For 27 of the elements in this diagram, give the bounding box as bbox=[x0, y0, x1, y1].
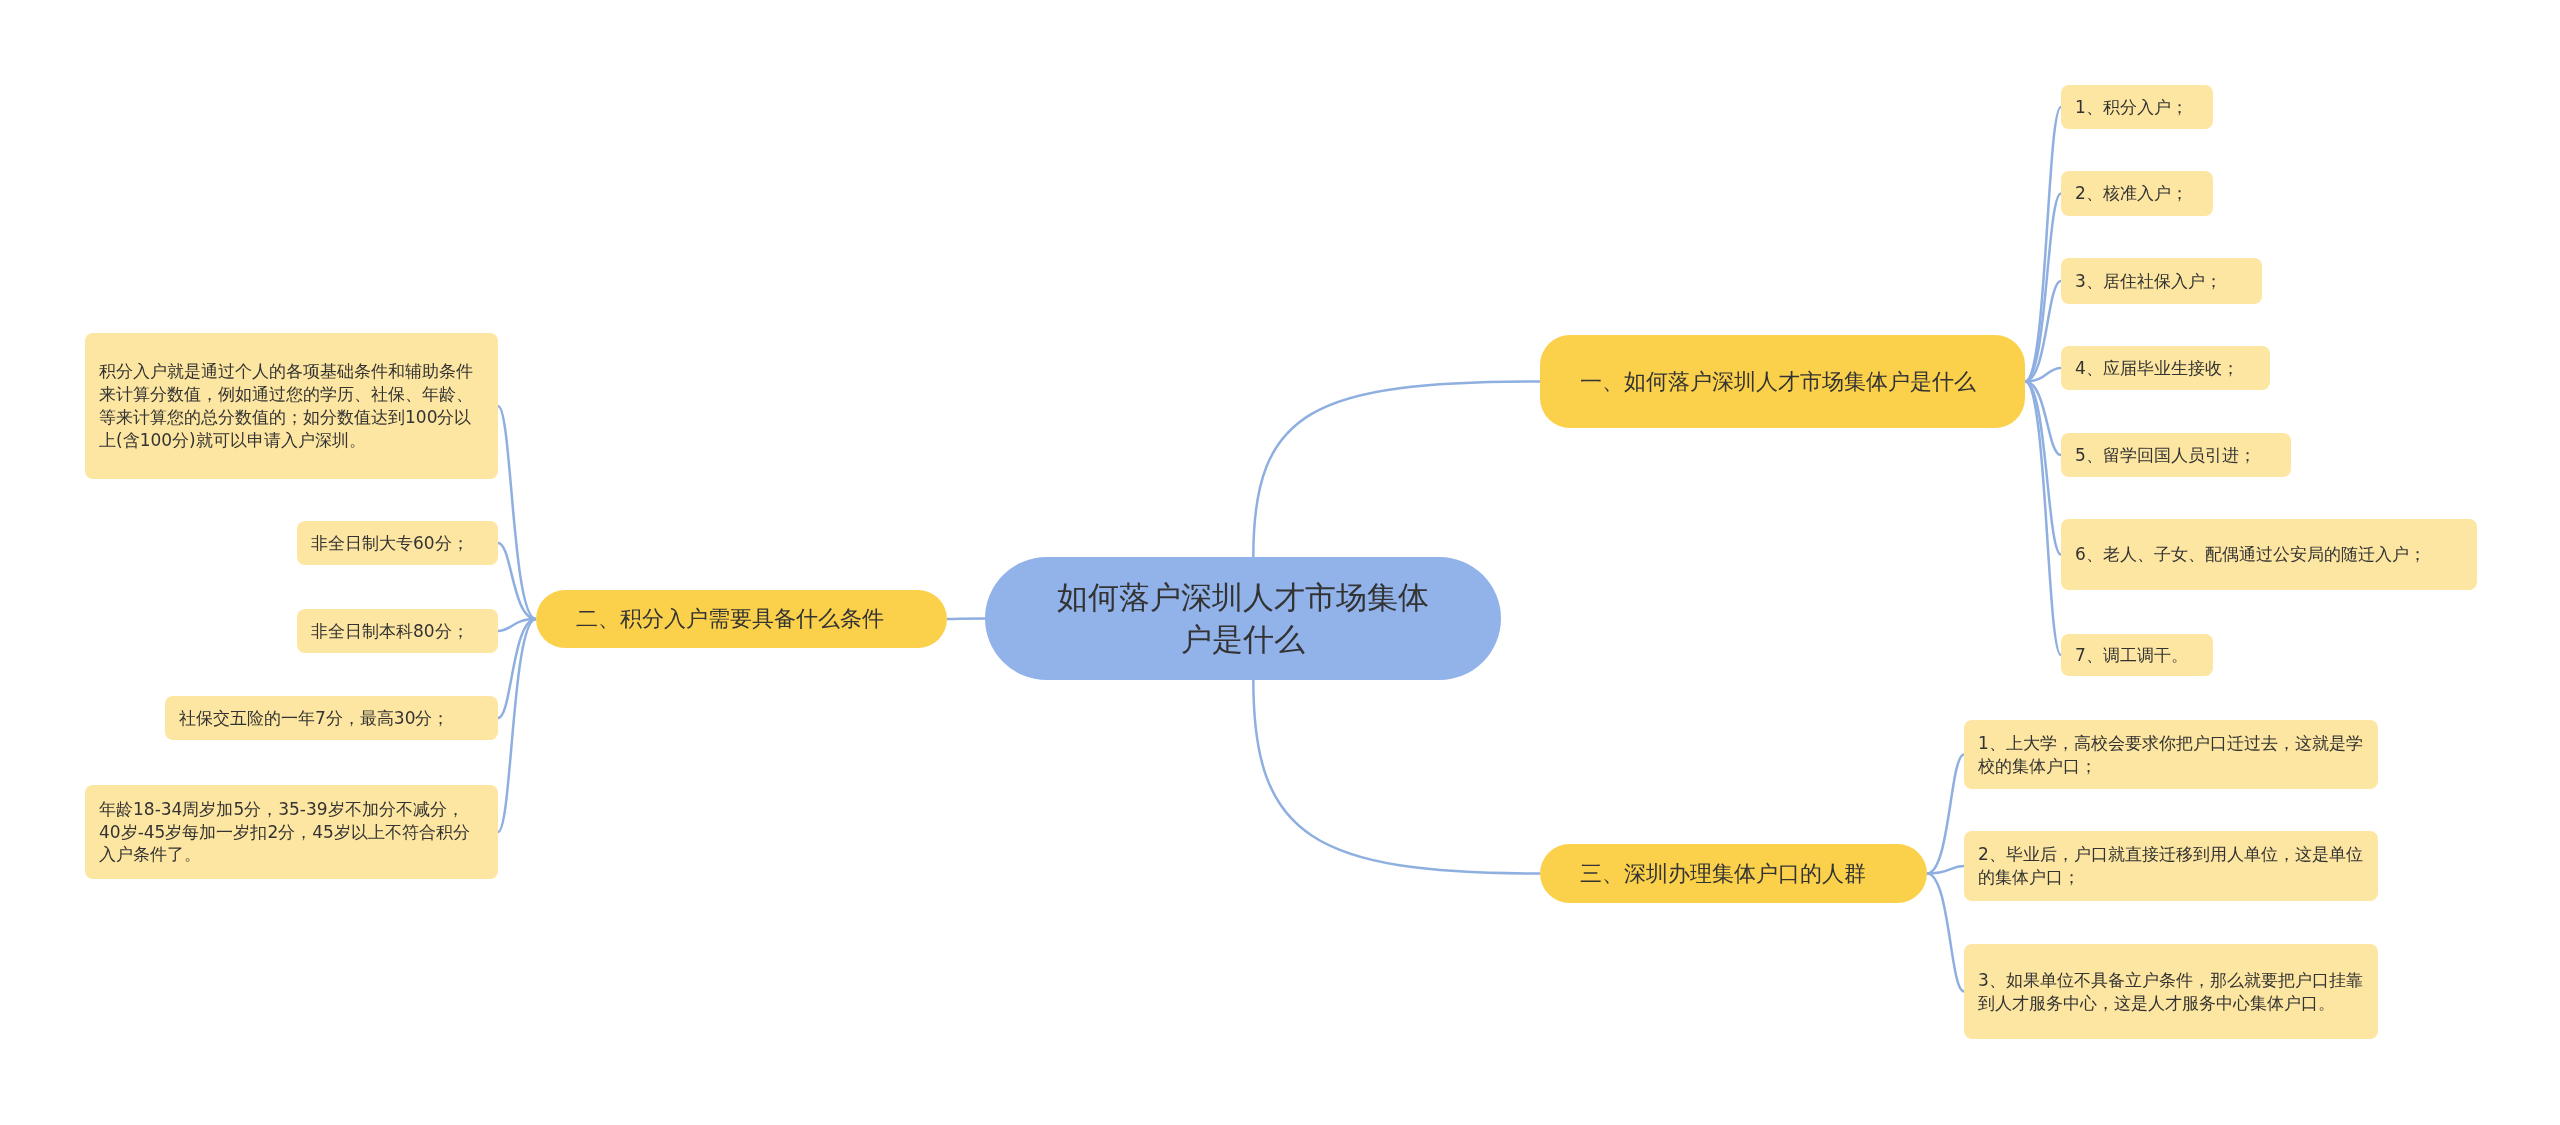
subtopic-box: 4、应届毕业生接收； bbox=[2061, 346, 2270, 390]
central-topic: 如何落户深圳人才市场集体户是什么 bbox=[985, 557, 1501, 680]
subtopic-box: 社保交五险的一年7分，最高30分； bbox=[165, 696, 498, 740]
subtopic-box: 积分入户就是通过个人的各项基础条件和辅助条件来计算分数值，例如通过您的学历、社保、年龄、等来计算您的总分数值的；如分数值达到100分以上(含100分)就可以申请入户深圳。 bbox=[85, 333, 498, 479]
subtopic-box: 非全日制大专60分； bbox=[297, 521, 498, 565]
topic-box: 一、如何落户深圳人才市场集体户是什么 bbox=[1540, 335, 2025, 428]
connector-line bbox=[947, 617, 985, 621]
connector-line bbox=[1252, 679, 1541, 875]
subtopic-box: 2、核准入户； bbox=[2061, 171, 2213, 216]
subtopic-box: 3、居住社保入户； bbox=[2061, 258, 2262, 304]
subtopic-box: 6、老人、子女、配偶通过公安局的随迁入户； bbox=[2061, 519, 2477, 590]
subtopic-box: 非全日制本科80分； bbox=[297, 609, 498, 653]
subtopic-box: 2、毕业后，户口就直接迁移到用人单位，这是单位的集体户口； bbox=[1964, 831, 2378, 901]
connector-line bbox=[497, 618, 537, 833]
connector-line bbox=[497, 541, 537, 621]
subtopic-box: 3、如果单位不具备立户条件，那么就要把户口挂靠到人才服务中心，这是人才服务中心集体户口。 bbox=[1964, 944, 2378, 1039]
subtopic-box: 7、调工调干。 bbox=[2061, 634, 2213, 676]
connector-line bbox=[1252, 380, 1540, 558]
subtopic-box: 1、积分入户； bbox=[2061, 85, 2213, 129]
subtopic-box: 5、留学回国人员引进； bbox=[2061, 433, 2291, 477]
connector-line bbox=[1926, 872, 1965, 993]
subtopic-box: 1、上大学，高校会要求你把户口迁过去，这就是学校的集体户口； bbox=[1964, 720, 2378, 789]
connector-line bbox=[2024, 192, 2062, 383]
connector-line bbox=[2024, 380, 2063, 656]
topic-box: 三、深圳办理集体户口的人群 bbox=[1540, 844, 1927, 903]
subtopic-box: 年龄18-34周岁加5分，35-39岁不加分不减分，40岁-45岁每加一岁扣2分，45岁以上不符合积分入户条件了。 bbox=[85, 785, 498, 879]
topic-box: 二、积分入户需要具备什么条件 bbox=[536, 590, 947, 648]
